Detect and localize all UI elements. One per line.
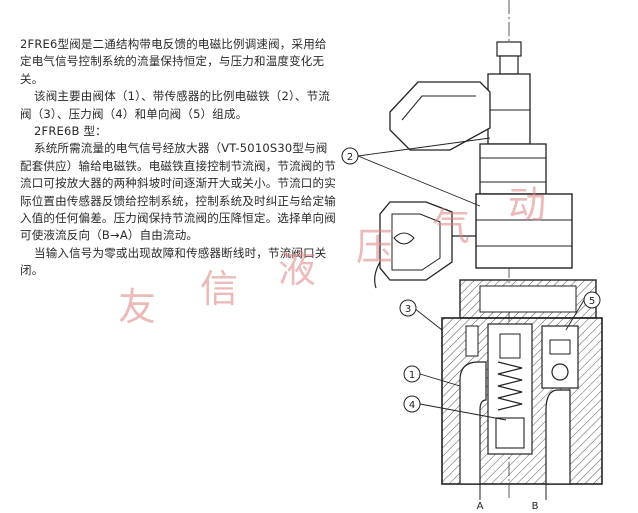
callout-5: 5: [583, 291, 601, 309]
callout-3: 3: [399, 299, 417, 317]
valve-cross-section-drawing: 2 3 1 4 5 A B: [341, 0, 603, 512]
watermark-char: 友: [118, 285, 157, 329]
paragraph-failsafe: 当输入信号为零或出现故障和传感器断线时，节流阀口关闭。: [20, 245, 327, 278]
callout-4: 4: [403, 395, 421, 413]
callout-2: 2: [341, 147, 359, 165]
description-text: 2FRE6型阀是二通结构带电反馈的电磁比例调速阀，采用给定电气信号控制系统的流量…: [20, 36, 338, 280]
svg-text:2: 2: [347, 152, 353, 163]
callout-1: 1: [403, 365, 421, 383]
cable: [374, 261, 381, 289]
paragraph-intro: 2FRE6型阀是二通结构带电反馈的电磁比例调速阀，采用给定电气信号控制系统的流量…: [20, 37, 327, 86]
top-plug: [496, 41, 522, 57]
flow-channel-left: [459, 361, 487, 485]
spring: [497, 361, 523, 411]
paragraph-components: 该阀主要由阀体（1）、带传感器的比例电磁铁（2）、节流阀（3）、压力阀（4）和单…: [20, 89, 331, 121]
solenoid-plug-lower: [379, 201, 453, 281]
solenoid-coil: [479, 143, 547, 195]
solenoid-plug-upper: [389, 81, 491, 151]
svg-text:1: 1: [409, 370, 415, 381]
port-a-label: A: [477, 501, 484, 512]
svg-text:4: 4: [409, 400, 415, 411]
port-b-label: B: [532, 501, 539, 512]
paragraph-model-heading: 2FRE6B 型：: [34, 124, 107, 139]
paragraph-operation: 系统所需流量的电气信号经放大器（VT-5010S30型与阀配套供应）输给电磁铁。…: [20, 141, 336, 243]
svg-text:5: 5: [589, 296, 595, 307]
flow-channel-right: [545, 389, 571, 485]
svg-text:3: 3: [405, 304, 411, 315]
